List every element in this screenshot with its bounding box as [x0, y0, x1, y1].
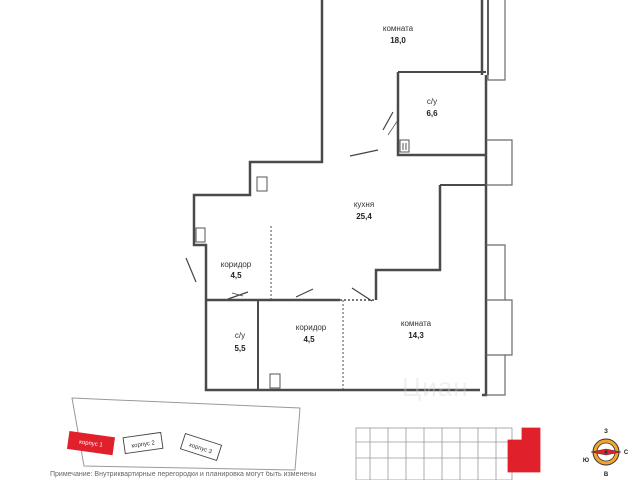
doors	[185, 111, 399, 302]
building-2[interactable]: корпус 2	[122, 431, 164, 455]
window-frames	[486, 0, 513, 396]
room-name: коридор	[296, 323, 327, 332]
building-1[interactable]: корпус 1	[66, 431, 116, 456]
room-komnata-14: комната 14,3	[401, 319, 432, 340]
apartment-highlight	[507, 427, 541, 473]
room-area: 25,4	[356, 212, 372, 221]
room-name: комната	[401, 319, 432, 328]
room-komnata-18: комната 18,0	[383, 24, 414, 45]
room-area: 6,6	[426, 109, 438, 118]
room-bathroom-6-6: с/у 6,6	[426, 97, 438, 118]
room-area: 4,5	[303, 335, 315, 344]
room-area: 5,5	[234, 344, 246, 353]
building-label: корпус 3	[188, 442, 213, 455]
compass-east: С	[624, 450, 629, 456]
fixtures	[195, 139, 410, 389]
room-area: 14,3	[408, 331, 424, 340]
building-3[interactable]: корпус 3	[179, 432, 223, 462]
room-name: кухня	[354, 200, 374, 209]
compass-north: З	[604, 429, 608, 435]
building-label: корпус 1	[79, 440, 104, 449]
plan-note: Примечание: Внутриквартирные перегородки…	[50, 471, 317, 478]
room-name: коридор	[221, 260, 252, 269]
site-plan: корпус 1 корпус 2 корпус 3	[66, 397, 301, 471]
room-name: с/у	[235, 331, 245, 340]
room-bathroom-5-5: с/у 5,5	[234, 331, 246, 353]
room-name: комната	[383, 24, 414, 33]
room-name: с/у	[427, 97, 437, 106]
room-corridor-center: коридор 4,5	[296, 323, 327, 344]
building-label: корпус 2	[131, 440, 156, 449]
compass-west: Ю	[583, 458, 589, 464]
room-area: 4,5	[230, 271, 242, 280]
room-kitchen: кухня 25,4	[354, 200, 374, 221]
room-area: 18,0	[390, 36, 406, 45]
compass: З С В Ю	[583, 429, 629, 478]
walls	[192, 0, 489, 397]
room-corridor-left: коридор 4,5	[221, 260, 252, 280]
compass-south: В	[604, 472, 609, 478]
floor-key-plan	[355, 427, 541, 480]
